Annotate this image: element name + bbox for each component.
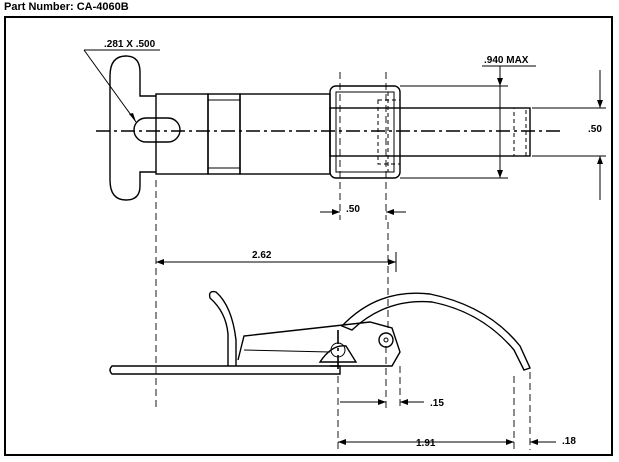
slot-callout: .281 X .500 xyxy=(83,39,160,123)
handle-lever xyxy=(208,290,237,366)
half-width-dimension: .50 xyxy=(532,70,606,200)
hinge-pivot xyxy=(378,332,394,348)
tip-offset-dimension: .18 xyxy=(530,436,576,447)
mounting-flange xyxy=(109,55,156,201)
hinge-offset-dimension: .15 xyxy=(340,346,444,409)
hook-width-dimension: .50 xyxy=(320,72,406,220)
mounting-slot xyxy=(133,117,181,143)
top-view xyxy=(96,55,560,201)
base-plate xyxy=(109,365,341,375)
flange-plate xyxy=(155,93,209,175)
hook xyxy=(340,292,531,371)
hook-reach-dimension: 1.91 xyxy=(337,372,531,450)
overall-length-label: 2.62 xyxy=(252,250,272,261)
hook-width-label: .50 xyxy=(346,204,360,215)
side-view xyxy=(109,290,531,375)
hook-reach-label: 1.91 xyxy=(416,438,436,449)
latch-arm xyxy=(239,93,331,175)
part-number-label: Part Number: CA-4060B xyxy=(4,1,129,13)
latch-body xyxy=(207,93,241,175)
max-width-label: .940 MAX xyxy=(484,55,529,66)
slot-dimension: .281 X .500 xyxy=(104,39,156,50)
max-width-dimension: .940 MAX xyxy=(400,55,536,179)
lever-arm xyxy=(237,321,401,367)
overall-length-dimension: 2.62 xyxy=(156,250,397,272)
hinge-block xyxy=(329,85,401,179)
tip-offset-label: .18 xyxy=(562,436,576,447)
half-width-label: .50 xyxy=(588,124,602,135)
drawing-border xyxy=(4,16,613,456)
hinge-offset-label: .15 xyxy=(430,398,444,409)
